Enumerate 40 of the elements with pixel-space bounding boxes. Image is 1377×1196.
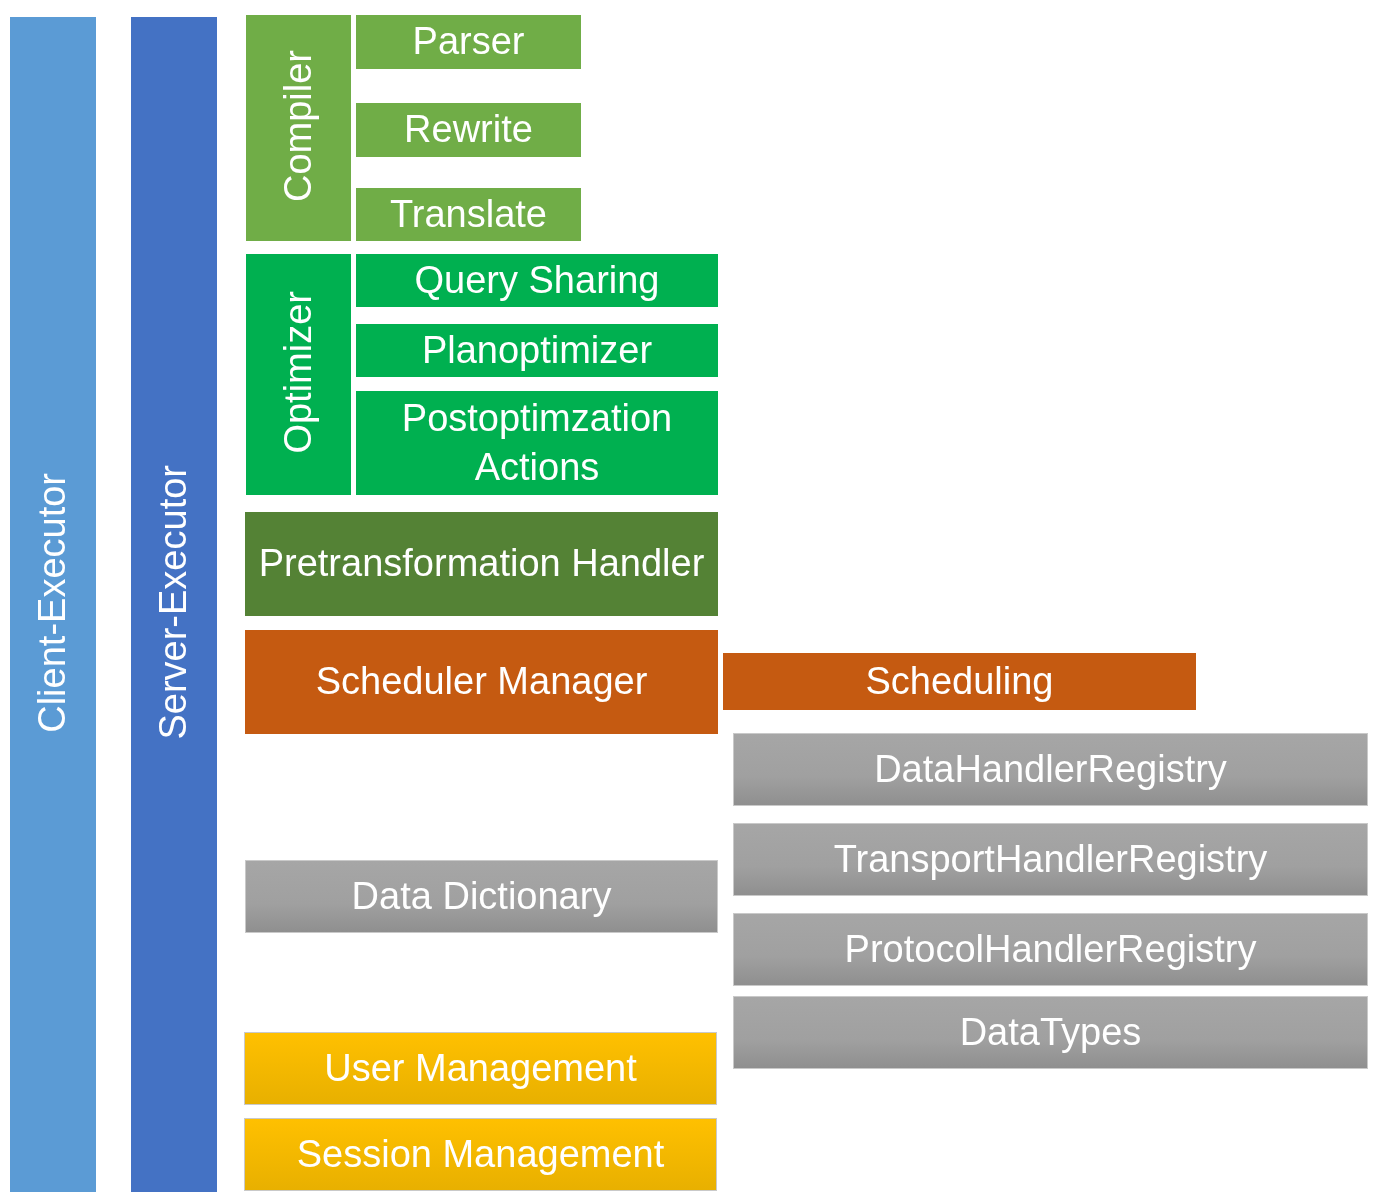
component-label: User Management <box>324 1045 637 1091</box>
component-box <box>723 653 1196 710</box>
component-box <box>245 860 718 933</box>
component-label: DataHandlerRegistry <box>874 746 1227 792</box>
component-label: Postoptimzation Actions <box>400 395 674 490</box>
vertical-layer-bar <box>246 15 351 241</box>
component-label: Pretransformation Handler <box>258 541 705 587</box>
component-label: Compiler <box>275 49 320 202</box>
component-label: Rewrite <box>404 107 533 153</box>
component-box <box>733 733 1368 806</box>
component-label: TransportHandlerRegistry <box>833 836 1268 882</box>
component-label: Client-Executor <box>30 472 75 733</box>
component-label: Planoptimizer <box>421 327 653 373</box>
component-box <box>356 254 718 307</box>
component-box <box>356 103 581 157</box>
component-label: Server-Executor <box>151 465 196 740</box>
component-box <box>244 1118 717 1191</box>
vertical-layer-bar <box>131 17 217 1192</box>
component-label: Session Management <box>296 1131 665 1177</box>
vertical-layer-bar <box>10 17 96 1192</box>
component-box <box>356 15 581 69</box>
component-box <box>356 324 718 377</box>
component-label: Translate <box>390 191 547 237</box>
component-box <box>356 391 718 495</box>
component-label: DataTypes <box>959 1009 1142 1055</box>
component-box <box>733 913 1368 986</box>
component-label: Scheduler Manager <box>315 659 648 705</box>
component-label: Scheduling <box>865 658 1054 704</box>
component-label: ProtocolHandlerRegistry <box>844 926 1257 972</box>
component-label: Query Sharing <box>414 257 660 303</box>
component-box <box>733 996 1368 1069</box>
component-box <box>356 188 581 241</box>
component-box <box>245 512 718 616</box>
component-box <box>245 630 718 734</box>
component-box <box>733 823 1368 896</box>
component-label: Data Dictionary <box>351 873 612 919</box>
vertical-layer-bar <box>246 254 351 495</box>
component-label: Parser <box>412 19 525 65</box>
component-label: Optimizer <box>275 291 320 454</box>
component-box <box>244 1032 717 1105</box>
